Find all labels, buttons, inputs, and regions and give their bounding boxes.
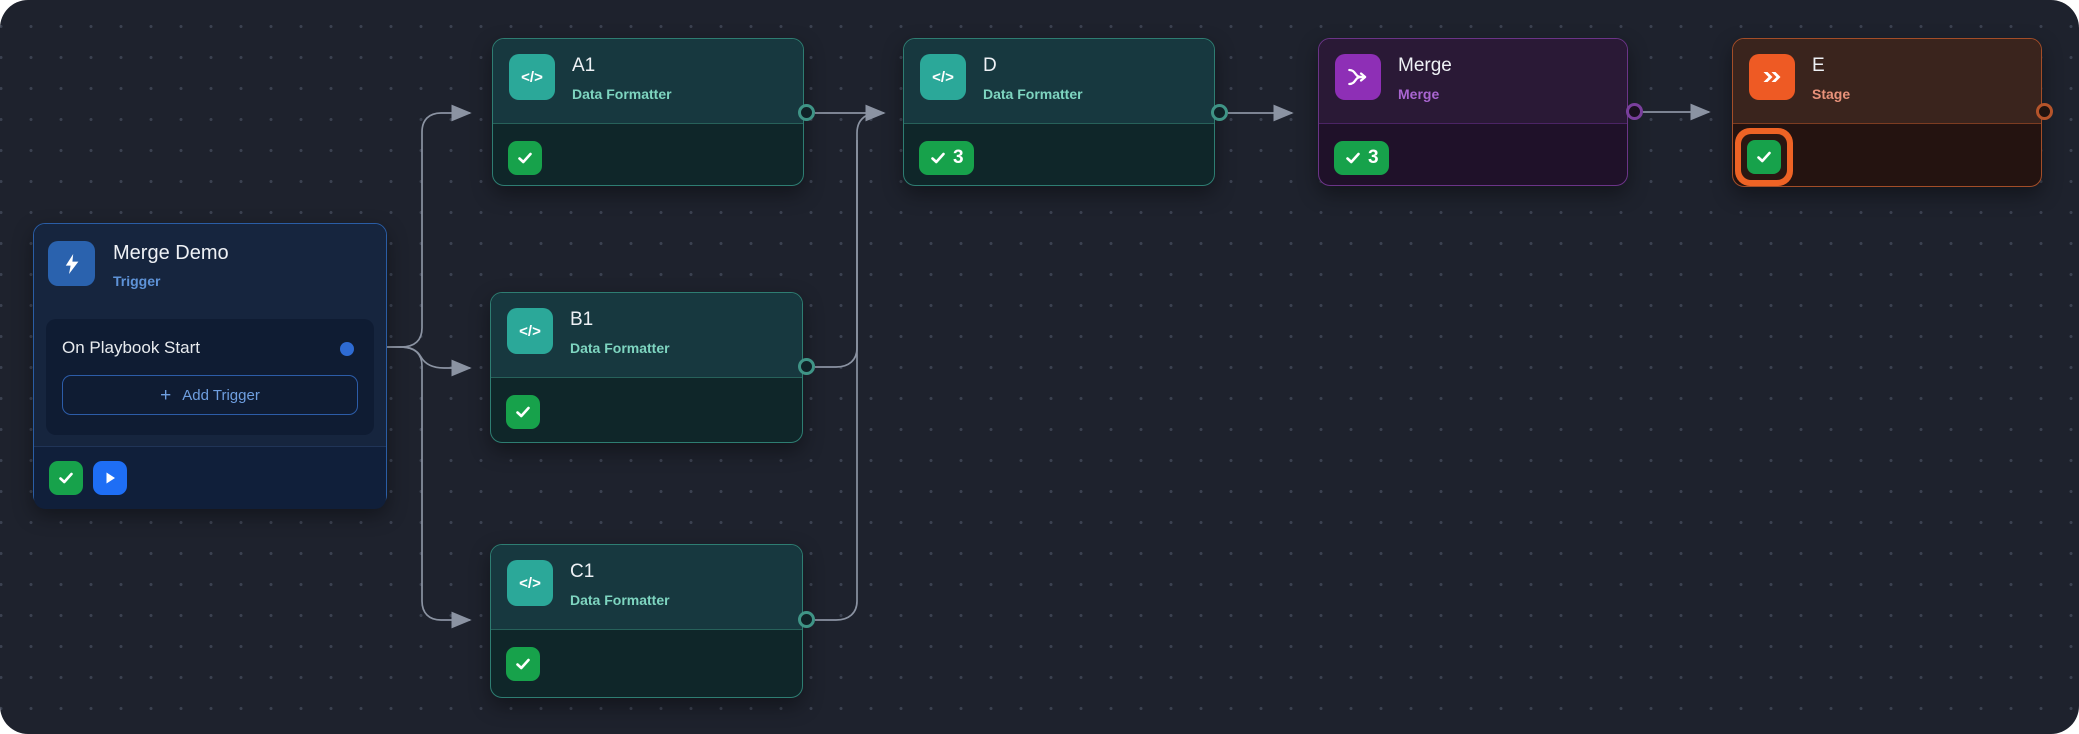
node-b1[interactable]: </> B1 Data Formatter [490,292,803,443]
play-icon [106,472,115,484]
run-button[interactable] [93,461,127,495]
event-count: 3 [953,147,964,168]
node-header: </> B1 Data Formatter [491,293,802,378]
node-footer [491,378,802,446]
success-status-badge[interactable] [506,395,540,429]
code-icon: </> [920,54,966,100]
merge-icon [1335,54,1381,100]
check-icon [518,152,532,164]
code-icon: </> [507,308,553,354]
node-subtitle: Data Formatter [572,86,672,102]
output-port-c1[interactable] [798,611,815,628]
lightning-bolt-icon [48,241,95,286]
check-icon [1757,151,1771,163]
edge-c1-d [815,140,858,621]
output-port-merge[interactable] [1626,103,1643,120]
node-title: E [1812,55,1825,76]
trigger-output-port[interactable] [340,342,354,356]
output-port-b1[interactable] [798,358,815,375]
trigger-event-panel: On Playbook Start + Add Trigger [46,319,374,435]
node-header: </> A1 Data Formatter [493,39,803,124]
trigger-footer [34,446,386,509]
node-subtitle: Stage [1812,86,1851,102]
node-d[interactable]: </> D Data Formatter 3 [903,38,1215,186]
check-icon [59,472,73,484]
node-footer [493,124,803,192]
node-footer [491,630,802,698]
node-title: Merge Demo [113,242,229,264]
add-trigger-label: Add Trigger [182,386,260,404]
node-merge[interactable]: Merge Merge 3 [1318,38,1628,186]
node-header: </> C1 Data Formatter [491,545,802,630]
output-port-d[interactable] [1211,104,1228,121]
code-icon: </> [509,54,555,100]
trigger-event-label: On Playbook Start [62,338,200,357]
node-trigger[interactable]: Merge Demo Trigger On Playbook Start + A… [33,223,387,509]
node-footer: 3 [904,124,1214,192]
success-status-badge[interactable] [508,141,542,175]
node-header: Merge Merge [1319,39,1627,124]
check-icon [931,152,945,164]
node-a1[interactable]: </> A1 Data Formatter [492,38,804,186]
node-footer: 3 [1319,124,1627,192]
node-title: Merge [1398,55,1452,76]
selected-status-ring[interactable] [1735,128,1793,186]
check-icon [516,658,530,670]
node-title: C1 [570,561,595,582]
success-count-badge[interactable]: 3 [919,141,974,175]
trigger-body: Merge Demo Trigger On Playbook Start + A… [34,224,386,446]
success-count-badge[interactable]: 3 [1334,141,1389,175]
output-port-e[interactable] [2036,103,2053,120]
node-header: E Stage [1733,39,2041,124]
success-status-badge[interactable] [49,461,83,495]
node-subtitle: Trigger [113,273,161,289]
node-subtitle: Merge [1398,86,1440,102]
check-icon [1346,152,1360,164]
node-title: A1 [572,55,596,76]
edge-b1-d [815,112,880,368]
node-subtitle: Data Formatter [570,592,670,608]
double-chevron-icon [1749,54,1795,100]
plus-icon: + [160,384,172,406]
node-subtitle: Data Formatter [983,86,1083,102]
event-count: 3 [1368,147,1379,168]
node-subtitle: Data Formatter [570,340,670,356]
selected-status-gap [1741,134,1787,180]
node-title: D [983,55,997,76]
node-title: B1 [570,309,594,330]
code-icon: </> [507,560,553,606]
success-status-badge[interactable] [1747,140,1781,174]
node-header: </> D Data Formatter [904,39,1214,124]
node-e[interactable]: E Stage [1732,38,2042,187]
add-trigger-button[interactable]: + Add Trigger [62,375,358,415]
output-port-a1[interactable] [798,104,815,121]
success-status-badge[interactable] [506,647,540,681]
check-icon [516,406,530,418]
node-c1[interactable]: </> C1 Data Formatter [490,544,803,698]
